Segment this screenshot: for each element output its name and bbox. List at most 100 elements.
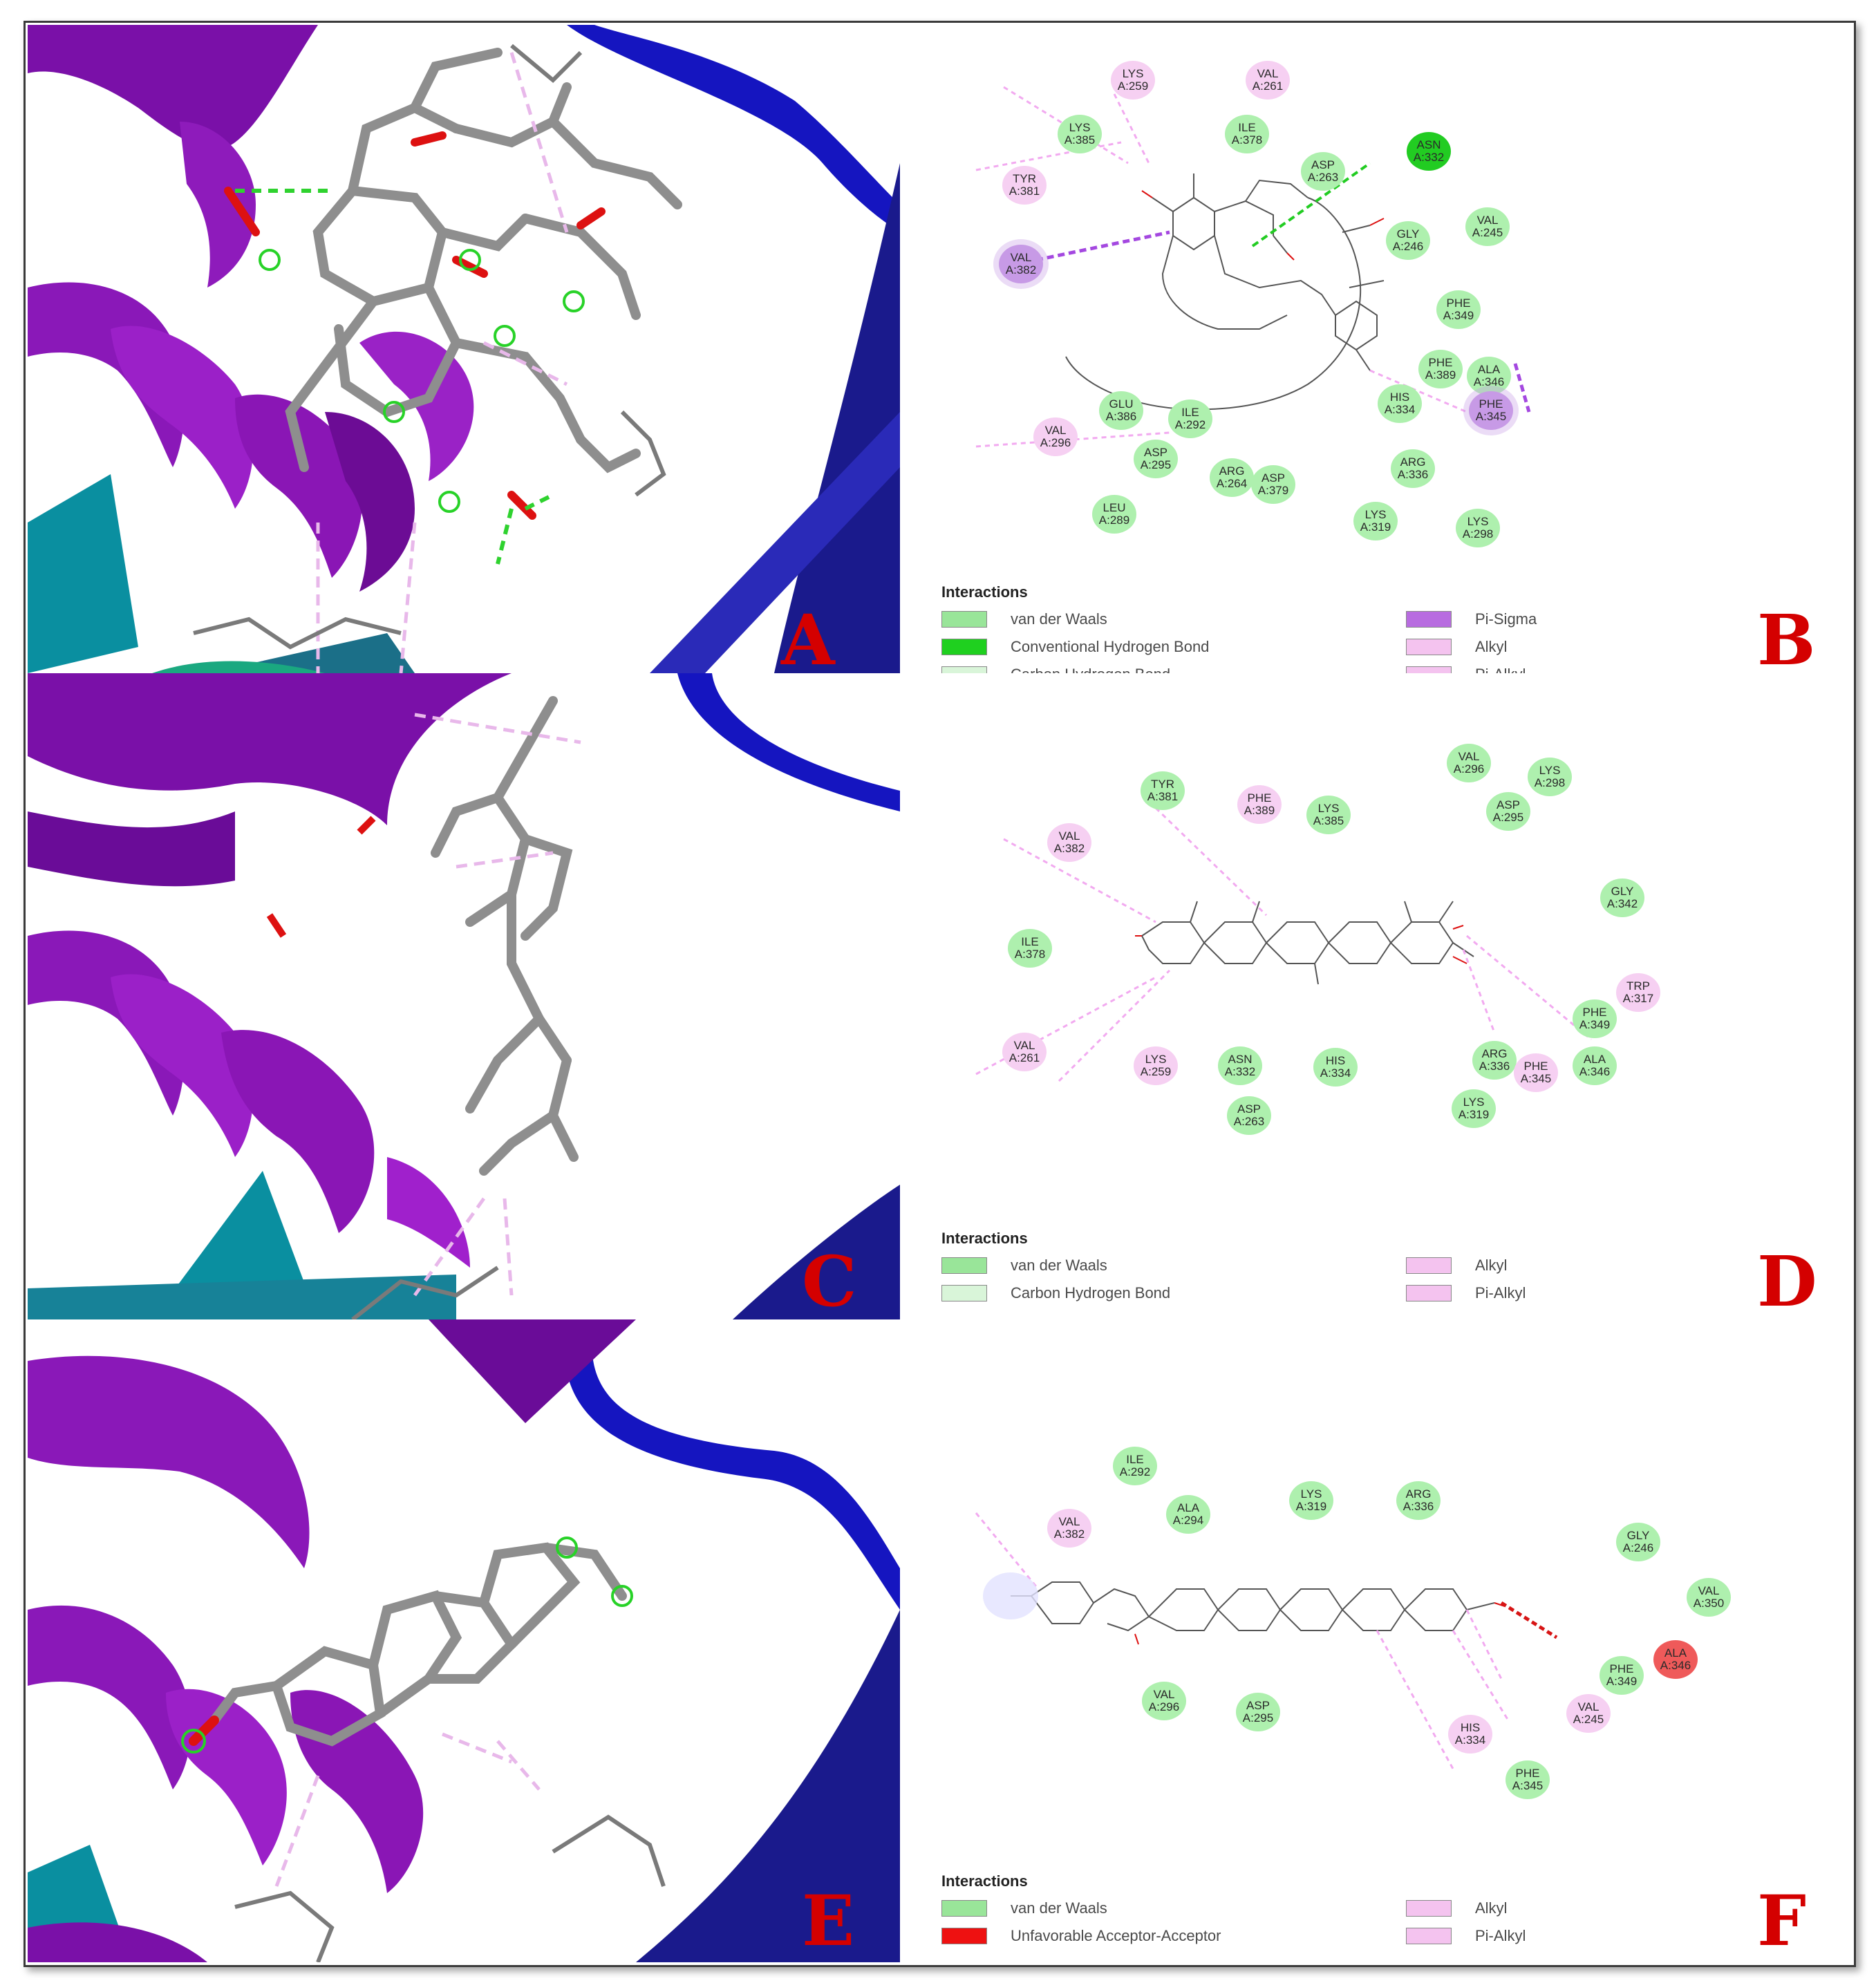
residue-name: ARG (1400, 455, 1426, 469)
panel-a-3d-view: A (28, 25, 900, 673)
legend-item: Carbon Hydrogen Bond (941, 1284, 1170, 1303)
residue-id: A:295 (1140, 458, 1172, 471)
residue-id: A:334 (1320, 1066, 1351, 1080)
legend-swatch (941, 639, 987, 655)
residue-id: A:245 (1573, 1713, 1604, 1726)
legend-swatch (1406, 639, 1452, 655)
residue-name: PHE (1582, 1006, 1607, 1019)
residue-name: ARG (1481, 1047, 1508, 1060)
residue-name: ILE (1126, 1453, 1144, 1466)
residue-id: A:259 (1117, 79, 1149, 93)
panel-a-render (28, 25, 900, 673)
residue-name: LYS (1467, 515, 1489, 528)
residue-id: A:346 (1660, 1659, 1691, 1672)
residue-id: A:296 (1148, 1700, 1180, 1713)
legend-item: van der Waals (941, 610, 1107, 629)
residue-id: A:389 (1244, 804, 1275, 817)
residue-id: A:345 (1520, 1072, 1552, 1085)
residue-name: PHE (1247, 791, 1272, 805)
residue-name: PHE (1446, 297, 1471, 310)
residue-name: VAL (1058, 829, 1080, 843)
residue-id: A:294 (1172, 1514, 1204, 1527)
residue-id: A:336 (1403, 1500, 1434, 1513)
legend-label: Pi-Sigma (1475, 610, 1537, 628)
residue-id: A:336 (1479, 1060, 1510, 1073)
ligand-sticks-a (285, 48, 682, 473)
legend-label: van der Waals (1011, 1899, 1107, 1917)
legend-swatch (1406, 1257, 1452, 1274)
residue-id: A:261 (1009, 1051, 1040, 1064)
residue-id: A:389 (1425, 368, 1456, 382)
legend-item: van der Waals (941, 1256, 1107, 1275)
residue-id: A:295 (1492, 811, 1524, 824)
panel-e-render (28, 1319, 900, 1962)
residue-name: ALA (1176, 1501, 1200, 1514)
legend-item: Alkyl (1406, 1899, 1507, 1918)
residue-id: A:381 (1147, 790, 1179, 803)
residue-name: ILE (1181, 406, 1199, 419)
legend-item: van der Waals (941, 1899, 1107, 1918)
residue-name: ALA (1664, 1646, 1687, 1660)
residue-name: LYS (1145, 1053, 1167, 1066)
legend-label: Pi-Alkyl (1475, 666, 1526, 673)
residue-id: A:245 (1472, 226, 1503, 239)
residue-name: VAL (1476, 214, 1499, 227)
residue-name: VAL (1458, 750, 1480, 763)
residue-name: ASP (1237, 1102, 1261, 1116)
legend-swatch (941, 666, 987, 673)
residue-name: PHE (1523, 1060, 1548, 1073)
residue-name: ASP (1496, 798, 1521, 811)
residue-id: A:292 (1119, 1465, 1151, 1478)
residue-id: A:319 (1360, 520, 1391, 534)
legend-label: Alkyl (1475, 1257, 1508, 1274)
legend-item: Carbon Hydrogen Bond (941, 665, 1170, 673)
residue-id: A:382 (1053, 1528, 1085, 1541)
residue-name: LYS (1463, 1096, 1485, 1109)
residue-id: A:345 (1512, 1779, 1544, 1792)
residue-id: A:296 (1040, 436, 1071, 449)
residue-id: A:385 (1313, 814, 1344, 827)
residue-id: A:350 (1693, 1597, 1725, 1610)
residue-name: VAL (1577, 1700, 1600, 1713)
residue-id: A:296 (1453, 762, 1485, 776)
panel-label-f: F (1757, 1880, 1806, 1962)
residue-id: A:349 (1579, 1018, 1611, 1031)
residue-name: PHE (1609, 1662, 1634, 1675)
residue-name: VAL (1698, 1584, 1720, 1597)
panel-label-a: A (781, 599, 835, 673)
legend-label: Conventional Hydrogen Bond (1011, 638, 1210, 655)
panel-f-ligand-structure (975, 1512, 1558, 1769)
legend-item: Alkyl (1406, 637, 1507, 657)
residue-id: A:317 (1622, 992, 1654, 1005)
legend-item: Conventional Hydrogen Bond (941, 637, 1209, 657)
panel-label-e: E (802, 1880, 855, 1962)
residue-id: A:336 (1397, 468, 1429, 481)
